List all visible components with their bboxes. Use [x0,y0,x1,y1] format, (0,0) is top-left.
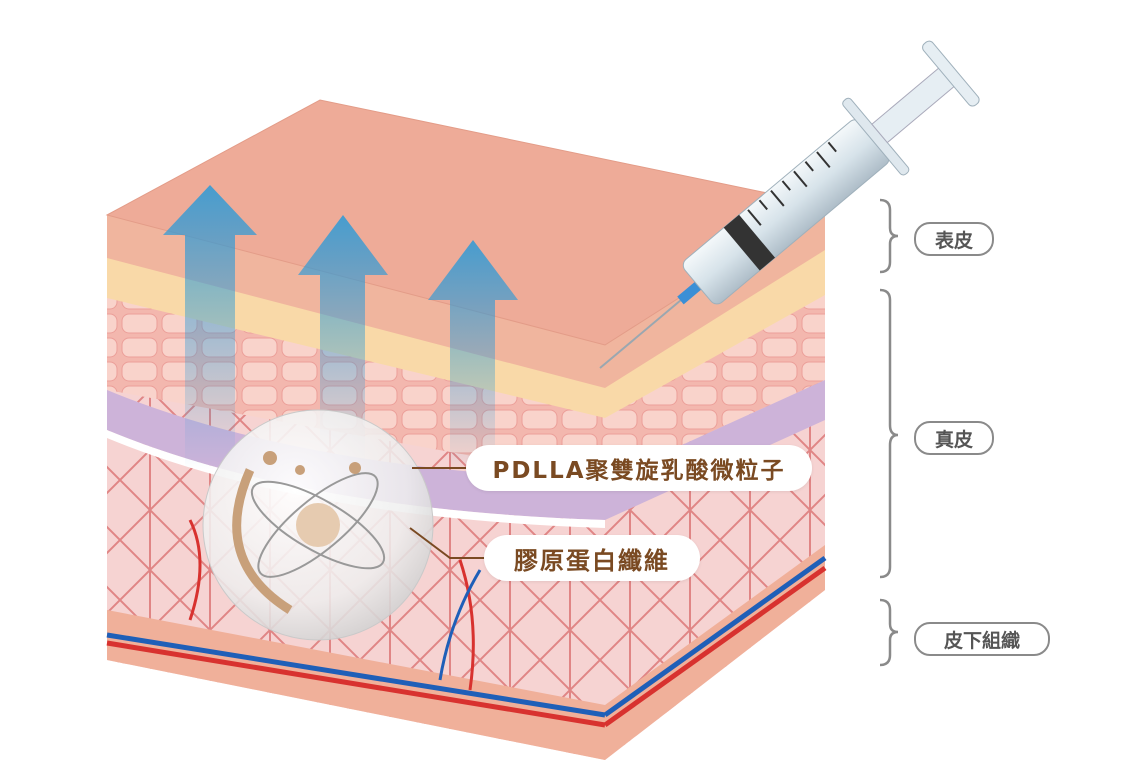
callout-pdlla-microparticle: PDLLA聚雙旋乳酸微粒子 [466,445,812,491]
callout-collagen-fiber: 膠原蛋白纖維 [484,535,700,581]
arrow-icon [298,215,388,470]
pdlla-microsphere [202,409,434,641]
label-subcutaneous: 皮下組織 [914,622,1050,656]
arrow-icon [163,185,257,470]
leader-line-collagen [409,527,488,559]
layer-brackets [879,198,899,667]
label-dermis: 真皮 [914,421,994,455]
label-epidermis: 表皮 [914,222,994,256]
arrow-icon [428,240,518,470]
upward-arrows [163,185,518,470]
syringe-icon [599,40,980,369]
